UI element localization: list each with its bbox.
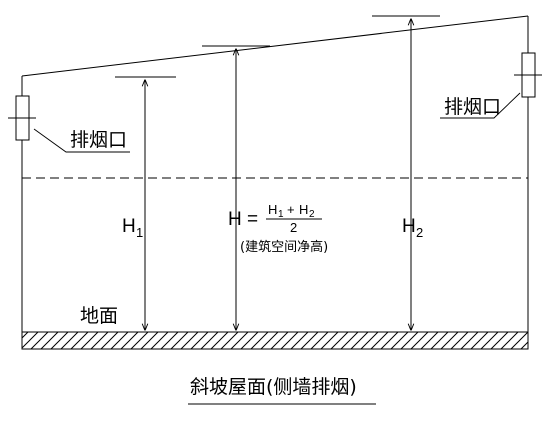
- svg-text:H: H: [299, 202, 308, 217]
- svg-text:H =: H =: [228, 209, 258, 230]
- left-vent-label: 排烟口: [70, 129, 127, 151]
- sloped-roof-line: [21, 15, 529, 77]
- svg-text:H: H: [402, 216, 416, 237]
- h-average-formula: H = H 1 + H 2 2 (建筑空间净高): [228, 202, 328, 255]
- svg-text:H: H: [122, 216, 136, 237]
- svg-text:(建筑空间净高): (建筑空间净高): [240, 239, 328, 255]
- right-vent-leader: [440, 92, 521, 119]
- svg-text:H: H: [268, 202, 277, 217]
- svg-text:1: 1: [136, 225, 143, 240]
- left-vent-leader: [33, 128, 130, 153]
- right-vent-label: 排烟口: [444, 96, 501, 118]
- ground-label: 地面: [80, 305, 118, 327]
- diagram-caption: 斜坡屋面(侧墙排烟): [190, 376, 357, 398]
- svg-text:2: 2: [290, 220, 297, 235]
- svg-text:2: 2: [416, 225, 423, 240]
- h1-label: H 1: [122, 216, 143, 240]
- right-smoke-vent: [514, 52, 542, 98]
- h2-label: H 2: [402, 216, 423, 240]
- left-smoke-vent: [8, 95, 36, 141]
- svg-text:1: 1: [278, 209, 284, 220]
- svg-text:+: +: [287, 202, 295, 217]
- floor-hatch: [21, 331, 529, 350]
- svg-text:2: 2: [309, 209, 315, 220]
